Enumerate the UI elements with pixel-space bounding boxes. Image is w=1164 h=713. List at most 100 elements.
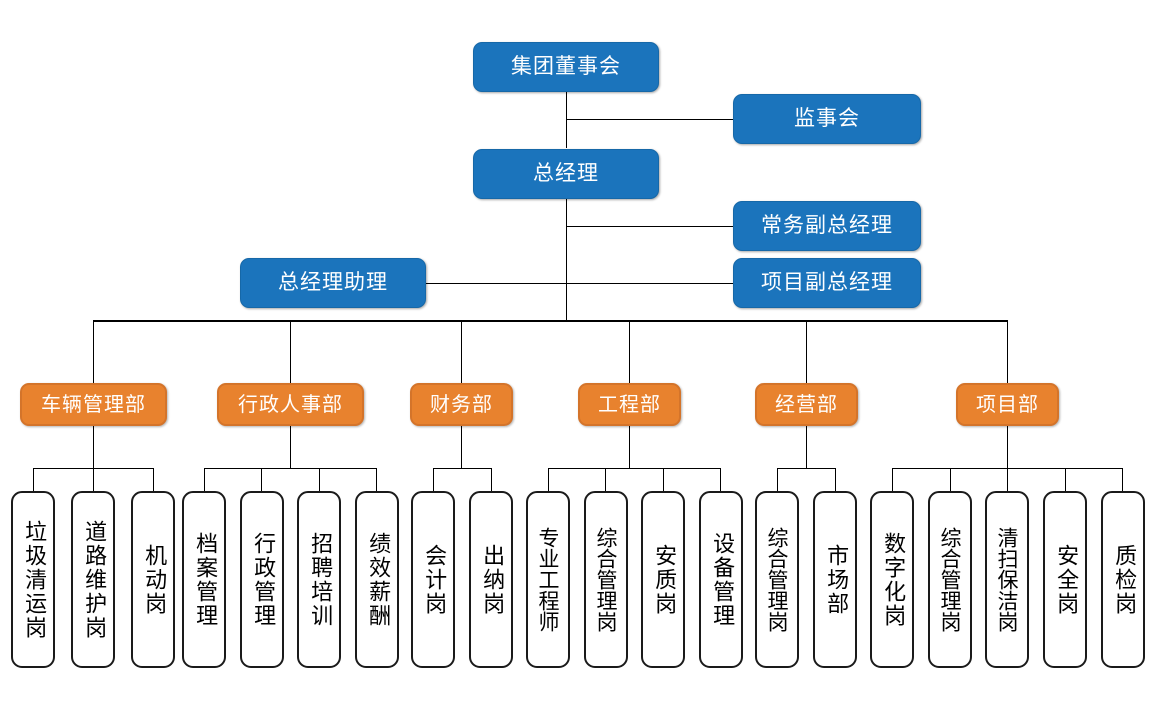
leaf-position-recruitment-training-label: 招聘培训 bbox=[307, 531, 333, 628]
connector-dept6-leaf-2 bbox=[950, 468, 951, 491]
node-general-manager[interactable]: 总经理 bbox=[473, 149, 659, 199]
connector-dept4-leaf-2 bbox=[605, 468, 606, 491]
leaf-position-mobile-duty-label: 机动岗 bbox=[141, 543, 167, 616]
leaf-position-road-maintenance[interactable]: 道路维护岗 bbox=[71, 491, 115, 668]
leaf-position-accounting[interactable]: 会计岗 bbox=[411, 491, 455, 668]
connector-board-to-supervisory bbox=[566, 119, 733, 120]
node-board-of-directors-label: 集团董事会 bbox=[511, 55, 621, 79]
leaf-position-safety[interactable]: 安全岗 bbox=[1043, 491, 1087, 668]
node-gm-assistant[interactable]: 总经理助理 bbox=[240, 258, 426, 308]
leaf-position-records-management-label: 档案管理 bbox=[192, 531, 218, 628]
connector-dept3-bus bbox=[433, 468, 491, 469]
leaf-position-waste-transport[interactable]: 垃圾清运岗 bbox=[11, 491, 55, 668]
leaf-position-performance-compensation-label: 绩效薪酬 bbox=[365, 531, 391, 628]
connector-dept2-leaf-1 bbox=[204, 468, 205, 491]
leaf-position-operations-comprehensive-management[interactable]: 综合管理岗 bbox=[755, 491, 799, 668]
node-department-vehicle-management[interactable]: 车辆管理部 bbox=[20, 383, 167, 426]
leaf-position-cleaning-sanitation[interactable]: 清扫保洁岗 bbox=[985, 491, 1029, 668]
leaf-position-cashier[interactable]: 出纳岗 bbox=[469, 491, 513, 668]
leaf-position-engineering-comprehensive-management-label: 综合管理岗 bbox=[594, 527, 619, 632]
node-department-operations[interactable]: 经营部 bbox=[755, 383, 858, 426]
connector-dept6-leaf-5 bbox=[1122, 468, 1123, 491]
connector-dept5-leaf-2 bbox=[835, 468, 836, 491]
node-project-deputy-gm[interactable]: 项目副总经理 bbox=[733, 258, 921, 308]
leaf-position-safety-quality-label: 安质岗 bbox=[651, 543, 677, 616]
node-gm-assistant-label: 总经理助理 bbox=[278, 271, 388, 295]
leaf-position-professional-engineer[interactable]: 专业工程师 bbox=[526, 491, 570, 668]
leaf-position-accounting-label: 会计岗 bbox=[421, 543, 447, 616]
leaf-position-performance-compensation[interactable]: 绩效薪酬 bbox=[355, 491, 399, 668]
node-department-engineering-label: 工程部 bbox=[598, 393, 661, 416]
connector-gm-assistant-to-project-deputy bbox=[425, 283, 733, 284]
connector-dept2-stem bbox=[290, 425, 291, 468]
node-department-engineering[interactable]: 工程部 bbox=[578, 383, 681, 426]
node-department-project-label: 项目部 bbox=[976, 393, 1039, 416]
leaf-position-quality-inspection-label: 质检岗 bbox=[1111, 543, 1137, 616]
connector-dept5-stem bbox=[806, 425, 807, 468]
connector-dept6-stem bbox=[1007, 425, 1008, 468]
leaf-position-recruitment-training[interactable]: 招聘培训 bbox=[297, 491, 341, 668]
connector-dept2-leaf-3 bbox=[319, 468, 320, 491]
leaf-position-market-division[interactable]: 市场部 bbox=[813, 491, 857, 668]
leaf-position-project-comprehensive-management[interactable]: 综合管理岗 bbox=[928, 491, 972, 668]
connector-dept4-stem bbox=[629, 425, 630, 468]
connector-dept3-stem bbox=[461, 425, 462, 468]
connector-dept4-leaf-4 bbox=[720, 468, 721, 491]
connector-dept4-bus bbox=[548, 468, 720, 469]
node-department-administration-hr-label: 行政人事部 bbox=[238, 393, 343, 416]
leaf-position-equipment-management-label: 设备管理 bbox=[709, 531, 735, 628]
leaf-position-safety-quality[interactable]: 安质岗 bbox=[641, 491, 685, 668]
leaf-position-digitalization[interactable]: 数字化岗 bbox=[870, 491, 914, 668]
connector-dept6-leaf-4 bbox=[1065, 468, 1066, 491]
node-department-administration-hr[interactable]: 行政人事部 bbox=[217, 383, 364, 426]
leaf-position-equipment-management[interactable]: 设备管理 bbox=[699, 491, 743, 668]
connector-bus-to-dept-1 bbox=[93, 320, 94, 383]
connector-bus-to-dept-2 bbox=[290, 320, 291, 383]
leaf-position-administrative-management-label: 行政管理 bbox=[250, 531, 276, 628]
connector-department-bus bbox=[93, 320, 1008, 322]
leaf-position-engineering-comprehensive-management[interactable]: 综合管理岗 bbox=[584, 491, 628, 668]
connector-bus-to-dept-3 bbox=[461, 320, 462, 383]
connector-dept1-leaf-1 bbox=[33, 468, 34, 491]
connector-dept1-leaf-2 bbox=[93, 468, 94, 491]
connector-dept1-stem bbox=[93, 425, 94, 468]
connector-bus-to-dept-4 bbox=[629, 320, 630, 383]
leaf-position-records-management[interactable]: 档案管理 bbox=[182, 491, 226, 668]
connector-dept5-leaf-1 bbox=[777, 468, 778, 491]
leaf-position-quality-inspection[interactable]: 质检岗 bbox=[1101, 491, 1145, 668]
node-supervisory-board-label: 监事会 bbox=[794, 107, 860, 131]
connector-dept5-bus bbox=[777, 468, 835, 469]
connector-dept1-leaf-3 bbox=[153, 468, 154, 491]
leaf-position-professional-engineer-label: 专业工程师 bbox=[536, 527, 561, 632]
node-department-operations-label: 经营部 bbox=[775, 393, 838, 416]
node-executive-deputy-gm-label: 常务副总经理 bbox=[761, 214, 893, 238]
connector-dept3-leaf-2 bbox=[491, 468, 492, 491]
node-board-of-directors[interactable]: 集团董事会 bbox=[473, 42, 659, 92]
connector-dept4-leaf-3 bbox=[663, 468, 664, 491]
leaf-position-road-maintenance-label: 道路维护岗 bbox=[81, 519, 107, 640]
node-department-finance[interactable]: 财务部 bbox=[410, 383, 513, 426]
leaf-position-administrative-management[interactable]: 行政管理 bbox=[240, 491, 284, 668]
leaf-position-operations-comprehensive-management-label: 综合管理岗 bbox=[765, 527, 790, 632]
connector-dept6-leaf-1 bbox=[892, 468, 893, 491]
leaf-position-digitalization-label: 数字化岗 bbox=[880, 531, 906, 628]
node-supervisory-board[interactable]: 监事会 bbox=[733, 94, 921, 144]
leaf-position-safety-label: 安全岗 bbox=[1053, 543, 1079, 616]
connector-bus-to-dept-6 bbox=[1007, 320, 1008, 383]
connector-dept3-leaf-1 bbox=[433, 468, 434, 491]
connector-bus-to-dept-5 bbox=[806, 320, 807, 383]
node-executive-deputy-gm[interactable]: 常务副总经理 bbox=[733, 201, 921, 251]
leaf-position-market-division-label: 市场部 bbox=[823, 543, 849, 616]
leaf-position-cleaning-sanitation-label: 清扫保洁岗 bbox=[995, 527, 1020, 632]
node-project-deputy-gm-label: 项目副总经理 bbox=[761, 271, 893, 295]
node-department-project[interactable]: 项目部 bbox=[956, 383, 1059, 426]
leaf-position-project-comprehensive-management-label: 综合管理岗 bbox=[938, 527, 963, 632]
connector-gm-to-executive-deputy bbox=[566, 226, 733, 227]
connector-gm-to-bus bbox=[566, 199, 567, 321]
leaf-position-cashier-label: 出纳岗 bbox=[479, 543, 505, 616]
node-department-finance-label: 财务部 bbox=[430, 393, 493, 416]
leaf-position-mobile-duty[interactable]: 机动岗 bbox=[131, 491, 175, 668]
leaf-position-waste-transport-label: 垃圾清运岗 bbox=[21, 519, 47, 640]
node-department-vehicle-management-label: 车辆管理部 bbox=[41, 393, 146, 416]
